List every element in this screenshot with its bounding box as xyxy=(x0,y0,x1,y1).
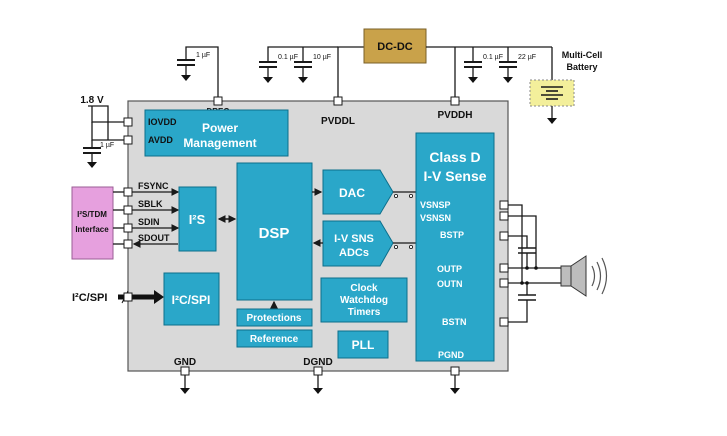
dgnd-label: DGND xyxy=(303,357,332,368)
bstp-label: BSTP xyxy=(440,230,464,240)
pvddl-cap1-value: 0.1 µF xyxy=(278,54,298,61)
pin-pvddh xyxy=(450,96,460,106)
classd-block xyxy=(415,132,495,362)
pvddh-label: PVDDH xyxy=(437,110,472,121)
i2c-spi-block xyxy=(163,272,220,326)
power-management-block xyxy=(144,109,289,157)
v18-supply xyxy=(83,105,128,168)
speaker-icon xyxy=(560,255,608,297)
clock-label-1: Clock xyxy=(350,283,378,294)
pin-fsync xyxy=(123,187,133,197)
sdout-label: SDOUT xyxy=(138,233,170,243)
battery-label-1: Multi-Cell xyxy=(562,50,603,60)
pvddl-label: PVDDL xyxy=(321,116,355,127)
output-network xyxy=(508,204,561,323)
protections-block xyxy=(236,308,313,327)
fsync-label: FSYNC xyxy=(138,181,169,191)
vsnsn-label: VSNSN xyxy=(420,213,451,223)
outp-label: OUTP xyxy=(437,264,462,274)
i2c-block-label: I²C/SPI xyxy=(172,293,211,307)
ivsns-label-1: I-V SNS xyxy=(334,233,374,245)
pgnd-label: PGND xyxy=(438,350,465,360)
vsnsp-label: VSNSP xyxy=(420,200,451,210)
pin-i2c xyxy=(123,292,133,302)
v18-label: 1.8 V xyxy=(80,95,104,106)
sdin-label: SDIN xyxy=(138,217,160,227)
ground-pgnd xyxy=(450,366,460,394)
dreg-capacitor xyxy=(177,46,219,101)
sblk-label: SBLK xyxy=(138,199,163,209)
pin-vsnsp xyxy=(499,200,509,210)
dac-block xyxy=(322,169,394,215)
pin-bstn xyxy=(499,317,509,327)
pvddl-cap2-value: 10 µF xyxy=(313,54,331,61)
dreg-cap-value: 1 µF xyxy=(196,52,210,59)
pin-outp xyxy=(499,263,509,273)
pin-sdin xyxy=(123,223,133,233)
interface-label-1: I²S/TDM xyxy=(77,210,107,219)
dsp-block xyxy=(236,162,313,301)
dsp-label: DSP xyxy=(259,225,290,242)
i2s-block xyxy=(178,186,217,252)
v18-cap-value: 1 µF xyxy=(100,142,114,149)
dcdc-block xyxy=(363,28,427,64)
gnd-label: GND xyxy=(174,357,196,368)
avdd-label: AVDD xyxy=(148,135,173,145)
pin-sblk xyxy=(123,205,133,215)
i2s-block-label: I²S xyxy=(189,212,206,227)
pin-pvddl xyxy=(333,96,343,106)
power-label-2: Management xyxy=(183,136,256,150)
power-label-1: Power xyxy=(202,121,238,135)
outn-label: OUTN xyxy=(437,279,463,289)
pin-bstp xyxy=(499,231,509,241)
dac-label: DAC xyxy=(339,186,365,200)
pvddh-cap1-value: 0.1 µF xyxy=(483,54,503,61)
clock-label-3: Timers xyxy=(348,307,381,318)
pin-vsnsn xyxy=(499,211,509,221)
interface-bus xyxy=(113,188,180,248)
bstn-label: BSTN xyxy=(442,317,467,327)
ground-dgnd xyxy=(313,366,323,394)
pin-sdout xyxy=(123,239,133,249)
battery xyxy=(529,79,575,107)
classd-label-2: I-V Sense xyxy=(423,168,486,184)
i2c-spi-label: I²C/SPI xyxy=(72,292,107,304)
pvddh-rail xyxy=(426,46,553,101)
protections-label: Protections xyxy=(246,313,301,324)
pvddl-rail xyxy=(259,46,364,101)
reference-label: Reference xyxy=(250,334,299,345)
ivsns-adc-block xyxy=(322,220,394,267)
pin-avdd xyxy=(123,135,133,145)
clock-watchdog-block xyxy=(320,277,408,323)
pll-label: PLL xyxy=(352,338,375,352)
pll-block xyxy=(337,330,389,359)
pvddh-cap2-value: 22 µF xyxy=(518,54,536,61)
pin-outn xyxy=(499,278,509,288)
ivsns-label-2: ADCs xyxy=(339,247,369,259)
pin-iovdd xyxy=(123,117,133,127)
pin-dreg xyxy=(213,96,223,106)
clock-label-2: Watchdog xyxy=(340,295,388,306)
dcdc-label: DC-DC xyxy=(377,41,412,53)
battery-label-2: Battery xyxy=(566,62,597,72)
interface-label-2: Interface xyxy=(75,225,109,234)
reference-block xyxy=(236,329,313,348)
i2s-tdm-interface xyxy=(71,186,114,260)
ground-gnd xyxy=(180,366,190,394)
battery-icon xyxy=(541,86,563,124)
classd-label-1: Class D xyxy=(429,149,480,165)
iovdd-label: IOVDD xyxy=(148,117,177,127)
